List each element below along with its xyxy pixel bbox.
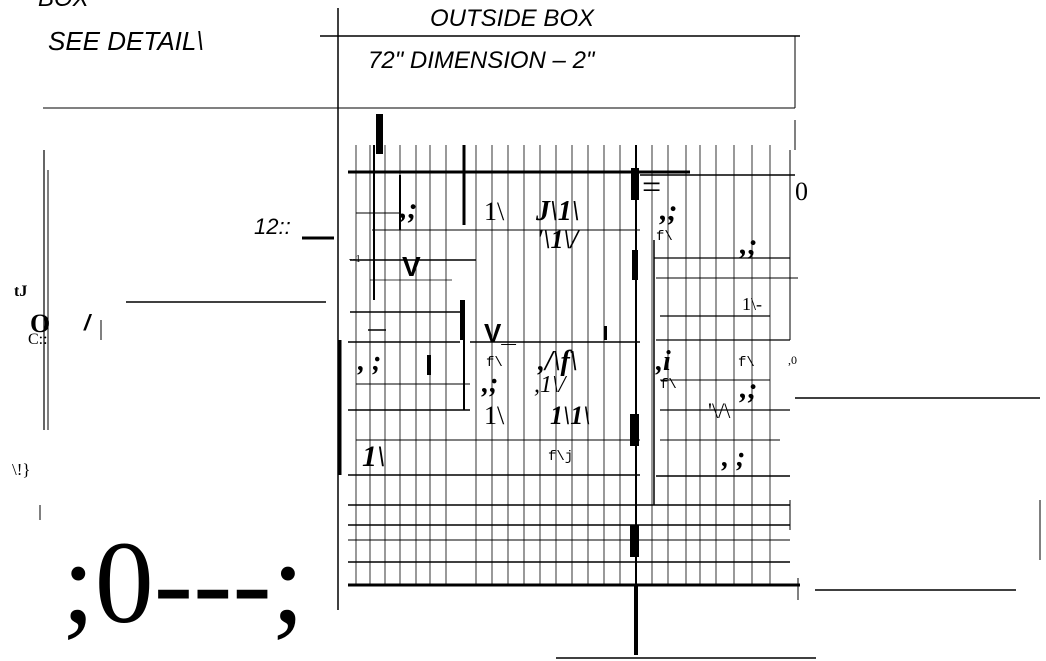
heavy-block-mark: [630, 525, 639, 557]
detail-grid: [338, 114, 800, 600]
mark-slash: /: [83, 310, 93, 335]
big-artifact-mark: ;0---;: [62, 517, 304, 648]
title-block: [43, 8, 800, 610]
outside-box-label: OUTSIDE BOX: [430, 5, 595, 32]
glyph-1n-c: 1\: [484, 401, 505, 430]
grid-glyphs: ,; 1\ J\1\ = ,; '\1\/ f\ ,; V --1 1\- V_…: [349, 169, 762, 473]
dim-12-label: 12::: [254, 214, 291, 239]
glyph-11: 1\1\: [550, 401, 590, 430]
glyph-1n-a: 1\: [484, 197, 505, 226]
glyph-comma-5: ,;: [739, 372, 758, 405]
heavy-block-mark: [604, 326, 607, 340]
mark-o: O: [30, 309, 50, 338]
glyph-comma-2: ,;: [659, 194, 678, 227]
glyph-f-b: f\: [486, 355, 503, 371]
heavy-block-mark: [632, 250, 638, 280]
glyph-f-d: f\: [660, 377, 677, 393]
glyph-f-c: f\: [738, 355, 755, 371]
glyph-1n-b: 1\-: [742, 294, 762, 314]
glyph-f-a: f\: [656, 229, 673, 245]
glyph-1n-d: 1\: [362, 440, 385, 473]
glyph-eq: =: [642, 169, 661, 206]
dimension-label: 72" DIMENSION – 2": [368, 47, 596, 74]
heavy-block-mark: [631, 168, 639, 200]
see-detail-label: SEE DETAIL\: [48, 26, 204, 56]
glyph-1v: ,1\/: [534, 372, 568, 398]
mark-brace: \!}: [12, 460, 31, 479]
mark-tj: tJ: [14, 283, 27, 300]
glyph-v-a: V: [402, 251, 421, 282]
glyph-fj: f\j: [548, 449, 573, 465]
glyph-v-b: V_: [484, 318, 516, 348]
heavy-block-mark: [427, 355, 431, 375]
box-partial-label: BOX: [38, 0, 90, 12]
heavy-block-mark: [460, 300, 464, 340]
heavy-block-mark: [376, 114, 383, 154]
mark-c: C::: [28, 331, 48, 348]
see-detail-text: SEE DETAIL\: [48, 26, 204, 56]
glyph-minus1: --1: [349, 254, 361, 265]
glyph-j1: J\1\: [535, 196, 580, 227]
heavy-block-mark: [630, 414, 639, 446]
glyph-semi: , ;: [357, 346, 381, 377]
zero-right-label: 0: [795, 177, 808, 206]
glyph-wave: '\/\: [708, 398, 731, 423]
glyph-af: ,/\f\: [537, 346, 578, 377]
glyph-i: ,i: [655, 346, 671, 377]
glyph-comma-1: ,;: [399, 192, 418, 225]
glyph-n1v: '\1\/: [536, 225, 581, 254]
glyph-comma-6: , ;: [721, 442, 745, 473]
glyph-comma-3: ,;: [739, 228, 758, 261]
zero-small-label: ,0: [788, 353, 797, 367]
glyph-comma-4: ,;: [481, 368, 498, 399]
